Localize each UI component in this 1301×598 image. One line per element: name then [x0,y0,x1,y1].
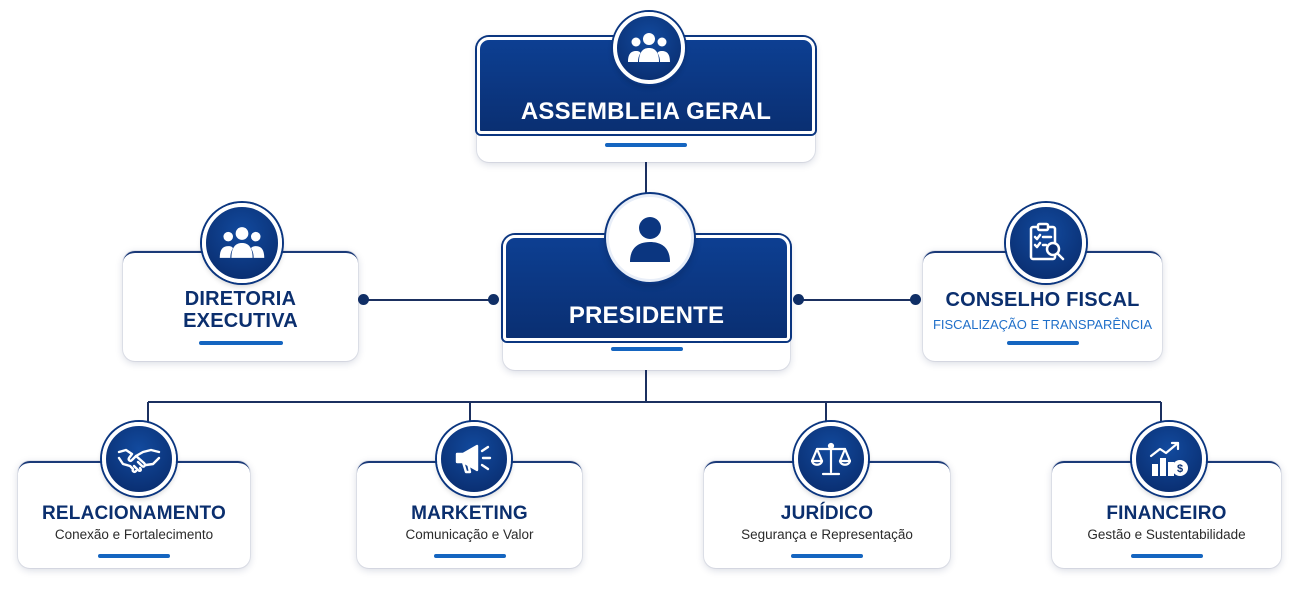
council-subtitle: FISCALIZAÇÃO E TRANSPARÊNCIA [932,317,1153,332]
svg-text:$: $ [1177,463,1183,475]
department-title: MARKETING [411,503,528,524]
group-icon [628,33,670,62]
accent-bar [98,554,170,558]
clipboard-search-icon [1029,222,1065,261]
assembly-icon-badge [613,12,685,84]
board-icon-badge [202,203,282,283]
group-icon [219,227,265,258]
connector-dot [793,294,804,305]
department-subtitle: Gestão e Sustentabilidade [1087,527,1246,542]
handshake-icon [117,448,161,474]
president-card[interactable]: PRESIDENTE [503,235,790,370]
president-icon-badge [606,194,694,282]
board-title-line1: DIRETORIA [184,288,297,310]
council-icon-badge [1006,203,1086,283]
department-title: FINANCEIRO [1106,503,1227,524]
megaphone-icon [455,444,492,474]
board-title-line2: EXECUTIVA [183,310,298,332]
person-icon [630,217,670,262]
connector-dot [488,294,499,305]
connector-dot [910,294,921,305]
connector-dot [358,294,369,305]
accent-bar [610,347,683,351]
president-title: PRESIDENTE [568,302,725,329]
accent-bar [1006,341,1079,345]
department-title: JURÍDICO [780,503,874,524]
department-subtitle: Comunicação e Valor [405,527,534,542]
juridico-icon-badge [794,422,868,496]
accent-bar [433,554,506,558]
accent-bar [605,143,687,147]
accent-bar [198,341,283,345]
finance-growth-icon: $ [1149,441,1188,476]
accent-bar [791,554,863,558]
marketing-icon-badge [437,422,511,496]
financeiro-icon-badge: $ [1132,422,1206,496]
department-title: RELACIONAMENTO [41,503,226,524]
relacionamento-icon-badge [102,422,176,496]
department-subtitle: Segurança e Representação [741,527,913,542]
assembly-title: ASSEMBLEIA GERAL [520,98,772,125]
scales-icon [811,442,851,476]
council-card[interactable]: CONSELHO FISCAL FISCALIZAÇÃO E TRANSPARÊ… [923,251,1162,361]
council-title: CONSELHO FISCAL [945,289,1140,311]
accent-bar [1130,554,1203,558]
department-subtitle: Conexão e Fortalecimento [54,527,214,542]
